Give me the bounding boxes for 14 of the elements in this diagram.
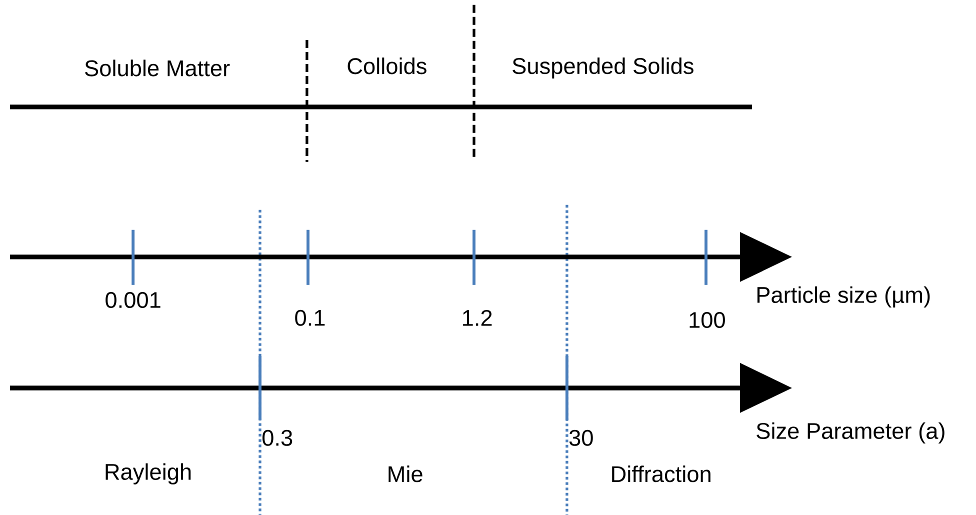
region-label: Colloids [348,58,426,74]
tick-label: 30 [569,430,593,446]
region-label: Suspended Solids [512,57,694,79]
axis-label: Particle size (µm) [757,286,930,308]
regime-label: Mie [388,466,422,482]
regime-label: Diffraction [612,466,710,482]
tick-label: 1.2 [463,310,492,326]
region-label: Soluble Matter [85,60,230,76]
regime-label: Rayleigh [106,463,191,484]
tick-label: 0.1 [295,310,325,326]
tick-label: 0.3 [262,430,292,446]
tick-label: 0.001 [106,292,160,308]
tick-label: 100 [690,312,725,328]
axis-label: Size Parameter (a) [756,422,944,444]
